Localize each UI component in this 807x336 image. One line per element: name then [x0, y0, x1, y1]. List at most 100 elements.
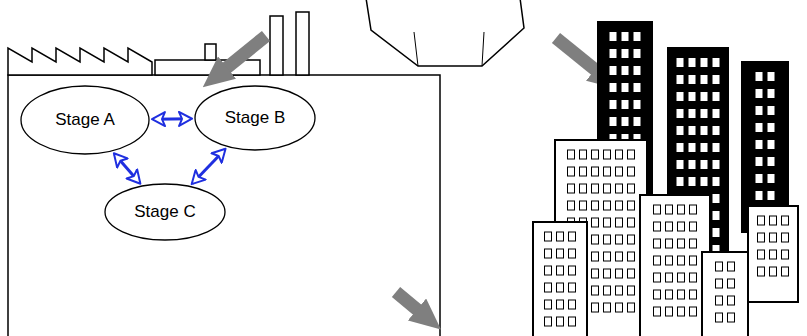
window — [756, 140, 763, 149]
window — [654, 307, 661, 316]
window — [592, 218, 599, 227]
window — [768, 191, 775, 200]
window — [677, 92, 684, 101]
window — [716, 279, 723, 288]
window — [666, 205, 673, 214]
window — [701, 143, 708, 152]
window — [689, 92, 696, 101]
double-arrow — [192, 149, 225, 183]
window — [634, 49, 641, 58]
window — [557, 266, 564, 275]
chimney — [205, 44, 216, 60]
window — [569, 249, 576, 258]
window — [756, 123, 763, 132]
chimney — [296, 12, 309, 75]
window — [580, 184, 587, 193]
flow-arrow — [556, 38, 598, 72]
window — [758, 216, 765, 225]
window — [677, 160, 684, 169]
window — [677, 143, 684, 152]
window — [622, 49, 629, 58]
window — [568, 201, 575, 210]
window — [654, 239, 661, 248]
stage-label: Stage A — [55, 110, 115, 130]
window — [678, 290, 685, 299]
window — [616, 167, 623, 176]
window — [768, 174, 775, 183]
window — [592, 252, 599, 261]
window — [580, 167, 587, 176]
window — [569, 266, 576, 275]
window — [713, 143, 720, 152]
window — [634, 117, 641, 126]
window — [616, 218, 623, 227]
window — [713, 109, 720, 118]
window — [569, 317, 576, 326]
window — [616, 235, 623, 244]
window — [568, 167, 575, 176]
window — [622, 66, 629, 75]
window — [690, 256, 697, 265]
window — [616, 201, 623, 210]
window — [592, 303, 599, 312]
window — [634, 66, 641, 75]
window — [592, 150, 599, 159]
window — [782, 250, 789, 259]
window — [569, 232, 576, 241]
window — [690, 290, 697, 299]
window — [701, 126, 708, 135]
window — [569, 300, 576, 309]
window — [728, 296, 735, 305]
window — [677, 126, 684, 135]
window — [622, 83, 629, 92]
window — [677, 177, 684, 186]
window — [592, 286, 599, 295]
window — [568, 184, 575, 193]
window — [756, 89, 763, 98]
double-arrow — [115, 154, 140, 183]
source-box — [366, 0, 524, 66]
window — [728, 279, 735, 288]
window — [654, 256, 661, 265]
window — [604, 252, 611, 261]
window — [628, 201, 635, 210]
window — [701, 92, 708, 101]
window — [666, 290, 673, 299]
window — [592, 184, 599, 193]
window — [677, 109, 684, 118]
window — [604, 167, 611, 176]
double-arrow — [153, 117, 191, 120]
flow-arrow — [224, 36, 266, 70]
window — [666, 239, 673, 248]
window — [545, 249, 552, 258]
window — [628, 235, 635, 244]
window — [628, 286, 635, 295]
window — [768, 72, 775, 81]
window — [628, 184, 635, 193]
window — [604, 218, 611, 227]
window — [689, 160, 696, 169]
window — [689, 143, 696, 152]
window — [616, 269, 623, 278]
window — [569, 283, 576, 292]
window — [592, 235, 599, 244]
window — [654, 273, 661, 282]
window — [616, 252, 623, 261]
window — [782, 267, 789, 276]
window — [689, 109, 696, 118]
window — [545, 300, 552, 309]
building — [702, 252, 748, 336]
window — [610, 32, 617, 41]
window — [604, 150, 611, 159]
chimney — [270, 16, 283, 75]
window — [666, 273, 673, 282]
window — [622, 117, 629, 126]
window — [610, 100, 617, 109]
window — [610, 49, 617, 58]
building — [533, 222, 587, 336]
window — [690, 205, 697, 214]
window — [628, 252, 635, 261]
window — [557, 317, 564, 326]
window — [758, 267, 765, 276]
